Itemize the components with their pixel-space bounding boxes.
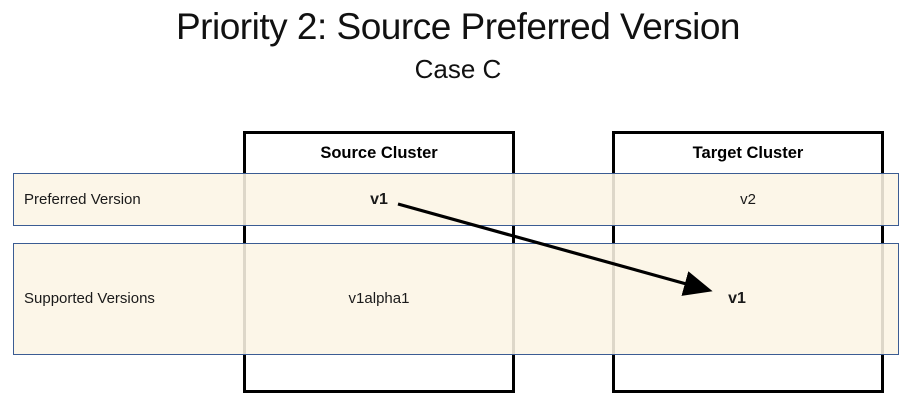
cell-target-supported-version: v1	[728, 290, 746, 307]
preferred-version-row-label: Preferred Version	[24, 191, 141, 208]
supported-versions-row-label: Supported Versions	[24, 290, 155, 307]
slide-title: Priority 2: Source Preferred Version	[176, 6, 740, 47]
cell-source-supported-versions: v1alpha1	[348, 290, 410, 307]
cell-target-preferred-version: v2	[740, 191, 756, 208]
cell-source-preferred-version: v1	[370, 191, 388, 208]
slide-subtitle: Case C	[414, 54, 502, 84]
target-cluster-header: Target Cluster	[692, 144, 804, 162]
source-cluster-header: Source Cluster	[320, 144, 438, 162]
